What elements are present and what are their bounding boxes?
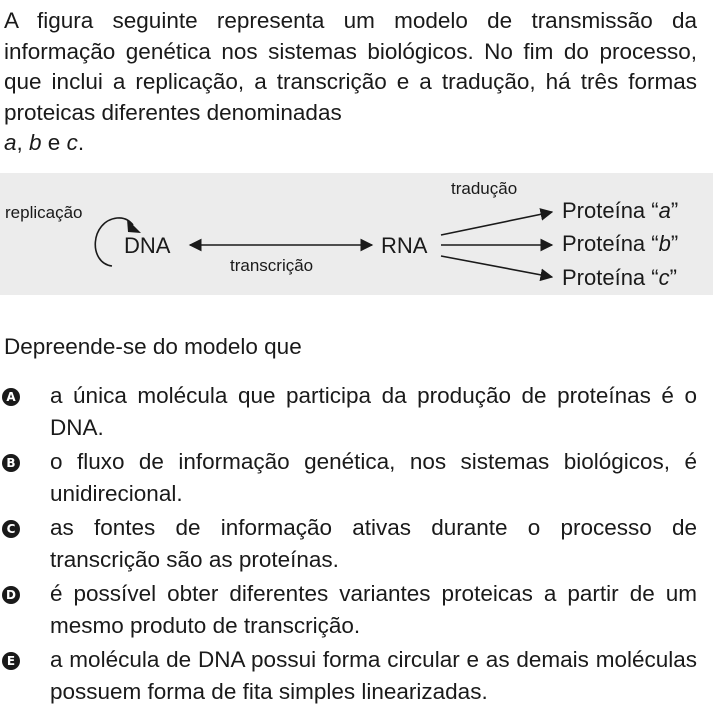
rna-label: RNA (381, 233, 428, 258)
option-text: a molécula de DNA possui forma circular … (50, 647, 697, 704)
question-stem: A figura seguinte representa um modelo d… (4, 6, 697, 159)
stem-line: informação genética nos sistemas biológi… (4, 38, 600, 64)
protein-b-label: Proteína “b” (562, 231, 678, 256)
option-c[interactable]: C as fontes de informação ativas durante… (0, 512, 697, 576)
option-letter-badge: C (2, 520, 20, 538)
stem-line: processo, que inclui a replicação, a tra… (4, 38, 697, 95)
stem-line: A figura seguinte representa um modelo d… (4, 8, 697, 33)
translation-arrow-a (440, 208, 554, 236)
protein-a-label: Proteína “a” (562, 198, 678, 223)
option-letter-badge: A (2, 388, 20, 406)
question-prompt: Depreende-se do modelo que (4, 334, 302, 359)
option-text: a única molécula que participa da produç… (50, 383, 697, 440)
replication-label: replicação (5, 203, 83, 222)
stem-line: tradução, há três formas proteicas difer… (4, 69, 697, 125)
stem-separator: , (16, 130, 30, 155)
option-letter-badge: E (2, 652, 20, 670)
dna-label: DNA (124, 233, 171, 258)
option-d[interactable]: D é possível obter diferentes variantes … (0, 578, 697, 642)
translation-arrow-c (440, 255, 554, 282)
stem-last-line: a, b e c. (4, 128, 697, 159)
option-letter-badge: B (2, 454, 20, 472)
option-a[interactable]: A a única molécula que participa da prod… (0, 380, 697, 444)
stem-period: . (77, 130, 85, 155)
protein-c-label: Proteína “c” (562, 265, 677, 290)
answer-options: A a única molécula que participa da prod… (0, 380, 713, 710)
stem-separator: e (41, 130, 67, 155)
stem-letter-a: a (4, 130, 17, 155)
replication-arrowhead-icon (127, 219, 141, 233)
transcription-label: transcrição (230, 256, 313, 275)
option-text: as fontes de informação ativas durante o… (50, 515, 697, 572)
option-text: o fluxo de informação genética, nos sist… (50, 449, 697, 506)
option-text: é possível obter diferentes variantes pr… (50, 581, 697, 638)
option-letter-badge: D (2, 586, 20, 604)
translation-label: tradução (451, 179, 517, 198)
option-b[interactable]: B o fluxo de informação genética, nos si… (0, 446, 697, 510)
genetic-flow-svg: replicação DNA transcrição RNA tradução … (5, 179, 678, 290)
stem-letter-b: b (29, 130, 42, 155)
option-e[interactable]: E a molécula de DNA possui forma circula… (0, 644, 697, 708)
stem-letter-c: c (66, 130, 78, 155)
genetic-flow-diagram: replicação DNA transcrição RNA tradução … (0, 173, 713, 295)
